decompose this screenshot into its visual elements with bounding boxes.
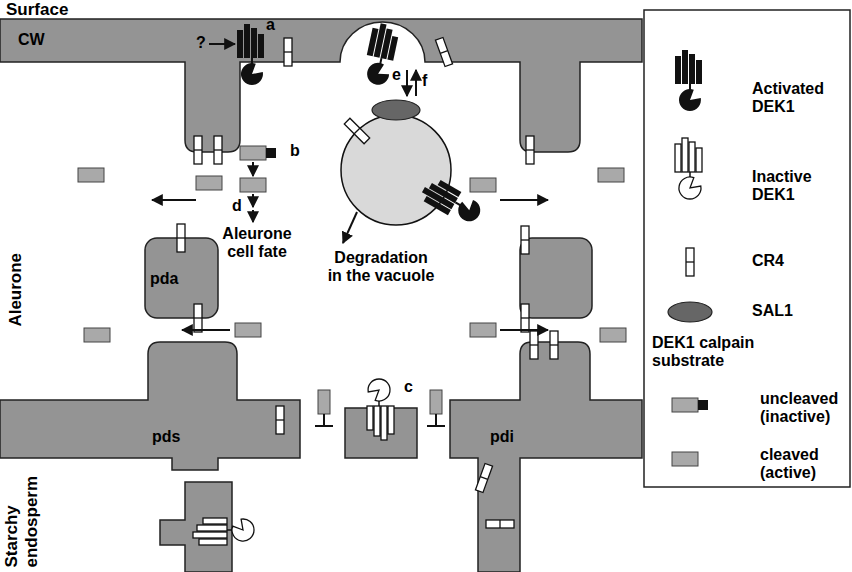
- legend-text: Inactive DEK1: [752, 168, 842, 205]
- legend-box: [644, 10, 850, 487]
- cell-wall: [0, 342, 300, 470]
- cleaved-substrate-symbol: [470, 178, 496, 192]
- inhibition-bar: [427, 425, 445, 427]
- cell-wall: [0, 19, 642, 572]
- cleaved-substrate-symbol: [672, 452, 698, 466]
- part-label: pds: [152, 428, 180, 446]
- cr4-symbol: [344, 118, 369, 143]
- legend-text: Activated DEK1: [752, 80, 842, 117]
- legend-sample: [668, 302, 712, 322]
- inhibition-bar: [323, 414, 325, 426]
- cr4-symbol: [521, 226, 529, 254]
- process-arrow: [500, 199, 548, 201]
- cr4-symbol: [521, 304, 529, 332]
- legend-sample: [675, 138, 702, 199]
- cleaved-substrate-symbol: [600, 328, 626, 342]
- callout-letter: e: [392, 66, 401, 84]
- inactive-dek1-symbol: [193, 138, 702, 545]
- cr4-symbol: [177, 37, 694, 528]
- cr4-symbol: [486, 520, 514, 528]
- part-label: CW: [18, 31, 45, 49]
- process-arrow: [415, 70, 417, 96]
- cr4-symbol: [435, 37, 452, 66]
- activated-dek1-symbol: [237, 22, 702, 229]
- inhibition-bar: [435, 414, 437, 426]
- vacuole: [341, 115, 451, 225]
- legend-heading: DEK1 calpain substrate: [652, 334, 777, 371]
- process-arrow: [343, 212, 357, 243]
- process-arrow: [182, 329, 230, 331]
- cleaved-substrate-symbol: [78, 168, 104, 182]
- cleaved-substrate-symbol: [84, 328, 110, 342]
- region-label: Aleurone: [6, 253, 26, 327]
- uncleaved-substrate-symbol: [672, 398, 708, 412]
- cr4-symbol: [686, 248, 694, 276]
- cleaved-substrate-symbol: [318, 390, 330, 414]
- cr4-symbol: [530, 331, 538, 359]
- legend-sample: [668, 50, 712, 466]
- process-arrow: [209, 43, 235, 45]
- inhibition-bar: [315, 414, 445, 426]
- callout-letter: c: [404, 378, 413, 396]
- sal1-symbol: [372, 100, 420, 120]
- cr4-symbol: [276, 406, 284, 434]
- cr4-symbol: [284, 38, 292, 66]
- legend-text: CR4: [752, 252, 784, 270]
- process-note: Aleurone cell fate: [212, 225, 302, 262]
- cr4-symbol: [177, 224, 185, 252]
- cleaved-substrate-symbol: [470, 323, 496, 337]
- cr4-symbol: [194, 304, 202, 332]
- cleaved-substrate-symbol: [235, 323, 261, 337]
- part-label: pdi: [490, 428, 514, 446]
- cleaved-substrate-symbol: [598, 168, 624, 182]
- activated-dek1-symbol: [361, 22, 400, 87]
- uncleaved-substrate-symbol: [240, 146, 708, 412]
- process-arrow: [500, 329, 548, 331]
- process-arrow: [406, 70, 408, 96]
- region-label: Surface: [6, 0, 68, 20]
- uncleaved-substrate-symbol: [240, 146, 276, 160]
- callout-letter: b: [290, 142, 300, 160]
- legend-text: SAL1: [752, 302, 793, 320]
- legend-sample: [672, 398, 708, 412]
- cr4-symbol: [550, 331, 558, 359]
- cell-wall: [520, 238, 592, 318]
- callout-letter: f: [422, 72, 427, 90]
- cleaved-substrate-symbol: [430, 390, 442, 414]
- legend-text: cleaved (active): [760, 446, 846, 483]
- callout-letter: d: [232, 197, 242, 215]
- inactive-dek1-symbol: [193, 518, 254, 545]
- cr4-symbol: [526, 136, 534, 164]
- process-arrow: [252, 210, 254, 222]
- legend-sample: [672, 452, 698, 466]
- cleaved-substrate-symbol: [78, 168, 698, 466]
- cell-wall: [0, 19, 642, 152]
- cleaved-substrate-symbol: [196, 176, 222, 190]
- cr4-symbol: [475, 463, 492, 492]
- callout-letter: a: [266, 16, 275, 34]
- cleaved-substrate-symbol: [240, 178, 266, 192]
- callout-symbol: ?: [196, 34, 206, 52]
- cell-wall: [450, 342, 642, 572]
- process-arrow: [252, 162, 254, 176]
- inactive-dek1-symbol: [367, 379, 394, 440]
- part-label: pda: [150, 270, 178, 288]
- cr4-symbol: [194, 136, 202, 164]
- process-arrow: [252, 194, 254, 207]
- legend-text: uncleaved (inactive): [760, 390, 846, 427]
- inhibition-bar: [315, 425, 333, 427]
- legend-sample: [675, 50, 702, 111]
- process-arrow: [152, 199, 196, 201]
- region-label: Starchy endosperm: [2, 457, 41, 567]
- activated-dek1-symbol: [237, 24, 264, 85]
- process-note: Degradation in the vacuole: [326, 249, 436, 286]
- legend-sample: [686, 248, 694, 276]
- cr4-symbol: [214, 136, 222, 164]
- process-arrow: [152, 44, 548, 330]
- vacuole: [341, 115, 451, 225]
